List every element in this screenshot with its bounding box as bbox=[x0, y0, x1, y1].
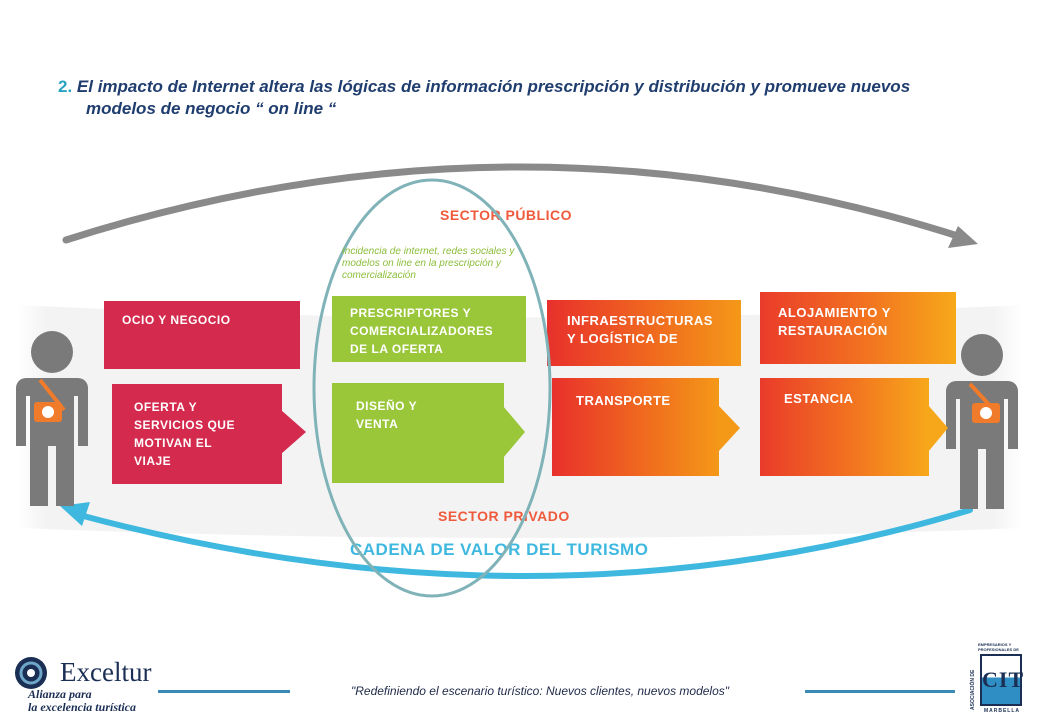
camera-right-icon bbox=[972, 403, 1000, 423]
sector-publico-label: SECTOR PÚBLICO bbox=[440, 207, 572, 223]
box-infra-label: INFRAESTRUCTURAS Y LOGÍSTICA DE bbox=[567, 313, 713, 346]
cit-logo-vertical-text: ASOCIACIÓN DE bbox=[970, 669, 976, 710]
box-prescriptores: PRESCRIPTORES Y COMERCIALIZADORES DE LA … bbox=[332, 296, 526, 362]
box-infraestructuras: INFRAESTRUCTURAS Y LOGÍSTICA DE bbox=[547, 300, 741, 366]
exceltur-logo-icon bbox=[15, 657, 47, 689]
cit-logo-letters: CIT bbox=[982, 667, 1025, 692]
box-transporte-label: TRANSPORTE bbox=[576, 393, 671, 408]
cit-logo-frame: CIT bbox=[980, 654, 1025, 706]
camera-left-icon bbox=[34, 402, 62, 422]
chevron-oferta-icon bbox=[281, 410, 306, 454]
box-estancia-label: ESTANCIA bbox=[784, 391, 854, 406]
title-line-2: modelos de negocio “ on line “ bbox=[86, 99, 337, 118]
chevron-estancia-icon bbox=[928, 405, 948, 452]
cit-logo-top-text: EMPRESARIOS Y PROFESIONALES DE bbox=[978, 642, 1019, 652]
sector-privado-label: SECTOR PRIVADO bbox=[438, 508, 570, 524]
box-alojamiento-label: ALOJAMIENTO Y RESTAURACIÓN bbox=[778, 305, 891, 338]
cadena-valor-label: CADENA DE VALOR DEL TURISMO bbox=[350, 540, 649, 559]
title-line-1: El impacto de Internet altera las lógica… bbox=[76, 77, 911, 96]
box-oferta-label: OFERTA Y SERVICIOS QUE MOTIVAN EL VIAJE bbox=[134, 400, 235, 468]
title-number: 2. bbox=[58, 77, 73, 96]
page-title: 2. El impacto de Internet altera las lóg… bbox=[58, 76, 1018, 120]
bottom-arrow-head-icon bbox=[60, 502, 90, 526]
internet-note: Incidencia de internet, redes sociales y… bbox=[342, 246, 515, 281]
cit-marbella-logo: ASOCIACIÓN DE EMPRESARIOS Y PROFESIONALE… bbox=[970, 642, 1030, 716]
top-arrow-head-icon bbox=[948, 226, 978, 248]
cit-logo-bottom-text: MARBELLA bbox=[983, 708, 1021, 714]
exceltur-logo-tagline: Alianza para la excelencia turística bbox=[28, 687, 136, 714]
box-estancia: ESTANCIA bbox=[760, 378, 929, 476]
exceltur-logo-name: Exceltur bbox=[60, 657, 152, 687]
footer-divider-right bbox=[805, 690, 955, 693]
box-diseno-label: DISEÑO Y VENTA bbox=[356, 399, 418, 431]
box-transporte: TRANSPORTE bbox=[552, 378, 719, 476]
footer-divider-left bbox=[158, 690, 290, 693]
box-prescriptores-label: PRESCRIPTORES Y COMERCIALIZADORES DE LA … bbox=[350, 306, 494, 356]
box-ocio-label: OCIO Y NEGOCIO bbox=[122, 313, 231, 327]
chevron-transporte-icon bbox=[718, 405, 740, 452]
chevron-diseno-icon bbox=[503, 406, 525, 458]
box-diseno-venta: DISEÑO Y VENTA bbox=[332, 383, 504, 483]
box-ocio-negocio: OCIO Y NEGOCIO bbox=[104, 301, 300, 369]
footer-tagline: "Redefiniendo el escenario turístico: Nu… bbox=[350, 684, 730, 698]
bottom-flow-arrow bbox=[73, 507, 973, 579]
box-alojamiento: ALOJAMIENTO Y RESTAURACIÓN bbox=[760, 292, 956, 364]
top-flow-arrow bbox=[62, 163, 968, 244]
box-oferta-servicios: OFERTA Y SERVICIOS QUE MOTIVAN EL VIAJE bbox=[112, 384, 282, 484]
